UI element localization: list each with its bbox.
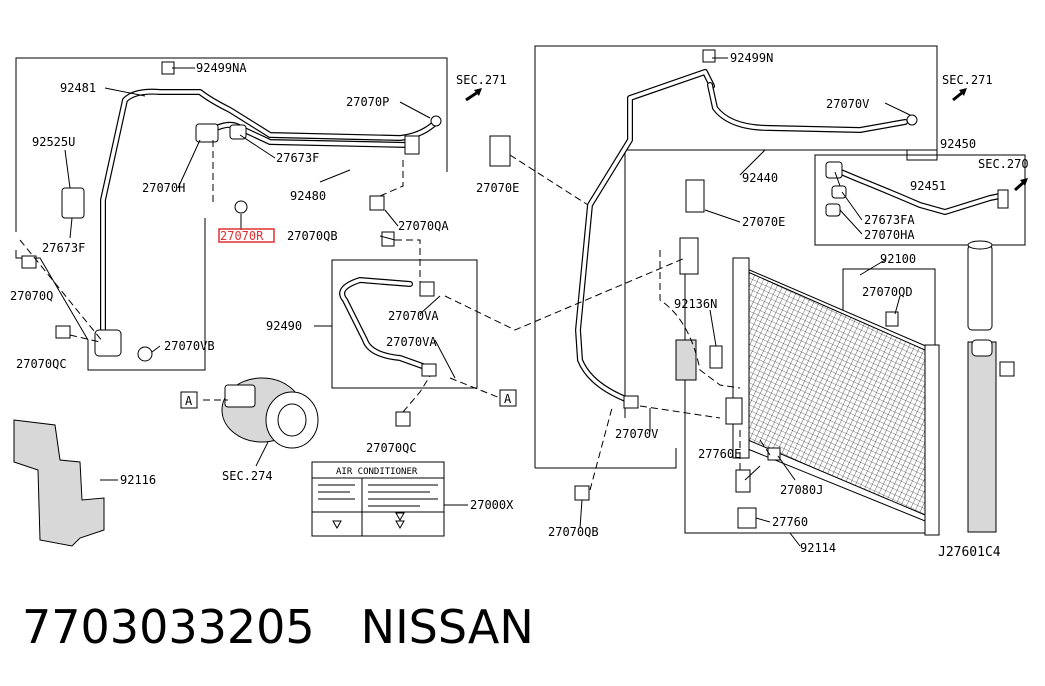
label-27070QC-low: 27070QC xyxy=(366,441,417,455)
label-27000X: 27000X xyxy=(470,498,514,512)
label-27070QA: 27070QA xyxy=(398,219,449,233)
label-27070QD: 27070QD xyxy=(862,285,913,299)
label-92114: 92114 xyxy=(800,541,836,555)
frame-92100 xyxy=(842,268,936,345)
marker-a-left-box xyxy=(180,391,198,409)
fitting-92481-lower xyxy=(94,329,122,357)
diagram-code: J27601C4 xyxy=(938,545,1001,560)
frame-92450 xyxy=(814,154,1026,246)
label-27070R: 27070R xyxy=(220,229,264,243)
label-27070V-low: 27070V xyxy=(615,427,658,441)
bolt-27070R xyxy=(234,200,248,214)
label-27070VB: 27070VB xyxy=(164,339,215,353)
label-27070H: 27070H xyxy=(142,181,185,195)
o-ring-27070P xyxy=(430,115,442,127)
frame-left xyxy=(15,57,448,232)
frame-left-bottom xyxy=(15,218,206,371)
label-27070P: 27070P xyxy=(346,95,389,109)
marker-a-right-box xyxy=(499,389,517,407)
fitting-27070H xyxy=(195,123,219,143)
compressor-sec274 xyxy=(221,377,319,449)
footer: 7703033205 NISSAN xyxy=(22,600,534,654)
hose-92481 xyxy=(100,88,437,353)
part-number: 7703033205 xyxy=(22,600,315,654)
label-27673FA: 27673FA xyxy=(864,213,915,227)
bracket-27760 xyxy=(737,507,757,529)
frame-92440 xyxy=(534,45,938,468)
label-92440: 92440 xyxy=(742,171,778,185)
label-27070HA: 27070HA xyxy=(864,228,915,242)
bracket-92116 xyxy=(13,419,105,547)
bolt-27070QB-mid xyxy=(381,231,395,247)
label-27070E-mid: 27070E xyxy=(742,215,785,229)
label-27070E-left: 27070E xyxy=(476,181,519,195)
fitting-27673F xyxy=(229,124,247,140)
label-92490: 92490 xyxy=(266,319,302,333)
label-27760: 27760 xyxy=(772,515,808,529)
label-27673F-left: 27673F xyxy=(42,241,85,255)
o-ring-27070VB xyxy=(137,346,153,362)
bolt-27070QB-low xyxy=(574,485,590,501)
frame-92114 xyxy=(625,149,938,161)
label-27070QC-left: 27070QC xyxy=(16,357,67,371)
label-92499N: 92499N xyxy=(730,51,773,65)
mount-left-condenser xyxy=(725,397,743,425)
label-27070VA-2: 27070VA xyxy=(386,335,437,349)
frame-92490 xyxy=(331,259,478,389)
sec-arrow-left xyxy=(465,88,482,102)
brand-name: NISSAN xyxy=(360,600,534,654)
pressure-switch-92136N xyxy=(709,345,723,369)
label-a-right: A xyxy=(504,392,512,406)
label-92100: 92100 xyxy=(880,252,916,266)
bracket-left-condenser xyxy=(675,339,697,381)
label-92525U: 92525U xyxy=(32,135,75,149)
sec-arrow-right xyxy=(952,88,967,102)
receiver-dryer xyxy=(967,240,1015,533)
clip-92525U xyxy=(61,187,85,219)
sec-arrow-270 xyxy=(1014,178,1028,192)
bolt-27070QD xyxy=(885,311,899,327)
label-27080J: 27080J xyxy=(780,483,823,497)
label-92116: 92116 xyxy=(120,473,156,487)
frame-92440-bottom xyxy=(535,448,677,469)
label-92480: 92480 xyxy=(290,189,326,203)
label-92450: 92450 xyxy=(940,137,976,151)
highlight-27070R xyxy=(218,228,275,243)
bolt-27080J xyxy=(767,447,781,461)
label-92499NA: 92499NA xyxy=(196,61,247,75)
label-a-left: A xyxy=(185,394,193,408)
label-92451: 92451 xyxy=(910,179,946,193)
label-92481: 92481 xyxy=(60,81,96,95)
label-27760E: 27760E xyxy=(698,447,741,461)
bracket-27760E xyxy=(735,469,751,493)
condenser-92100 xyxy=(732,257,940,536)
label-27070V-top: 27070V xyxy=(826,97,869,111)
bolt-27070QA xyxy=(369,195,385,211)
bracket-92480 xyxy=(404,135,420,155)
bolt-27070Q xyxy=(21,255,37,269)
label-92136N: 92136N xyxy=(674,297,717,311)
label-27070QB-mid: 27070QB xyxy=(287,229,338,243)
bolt-27070QC-low xyxy=(395,411,411,427)
label-card-title: AIR CONDITIONER xyxy=(336,467,418,477)
label-27070Q: 27070Q xyxy=(10,289,53,303)
label-27673F-mid: 27673F xyxy=(276,151,319,165)
label-sec271-left: SEC.271 xyxy=(456,73,507,87)
label-27070VA-1: 27070VA xyxy=(388,309,439,323)
label-27070QB-low: 27070QB xyxy=(548,525,599,539)
label-card-27000X xyxy=(311,461,445,537)
bolt-27070QC-left xyxy=(55,325,71,339)
label-sec271-right: SEC.271 xyxy=(942,73,993,87)
label-sec270: SEC.270 xyxy=(978,157,1029,171)
label-sec274: SEC.274 xyxy=(222,469,273,483)
